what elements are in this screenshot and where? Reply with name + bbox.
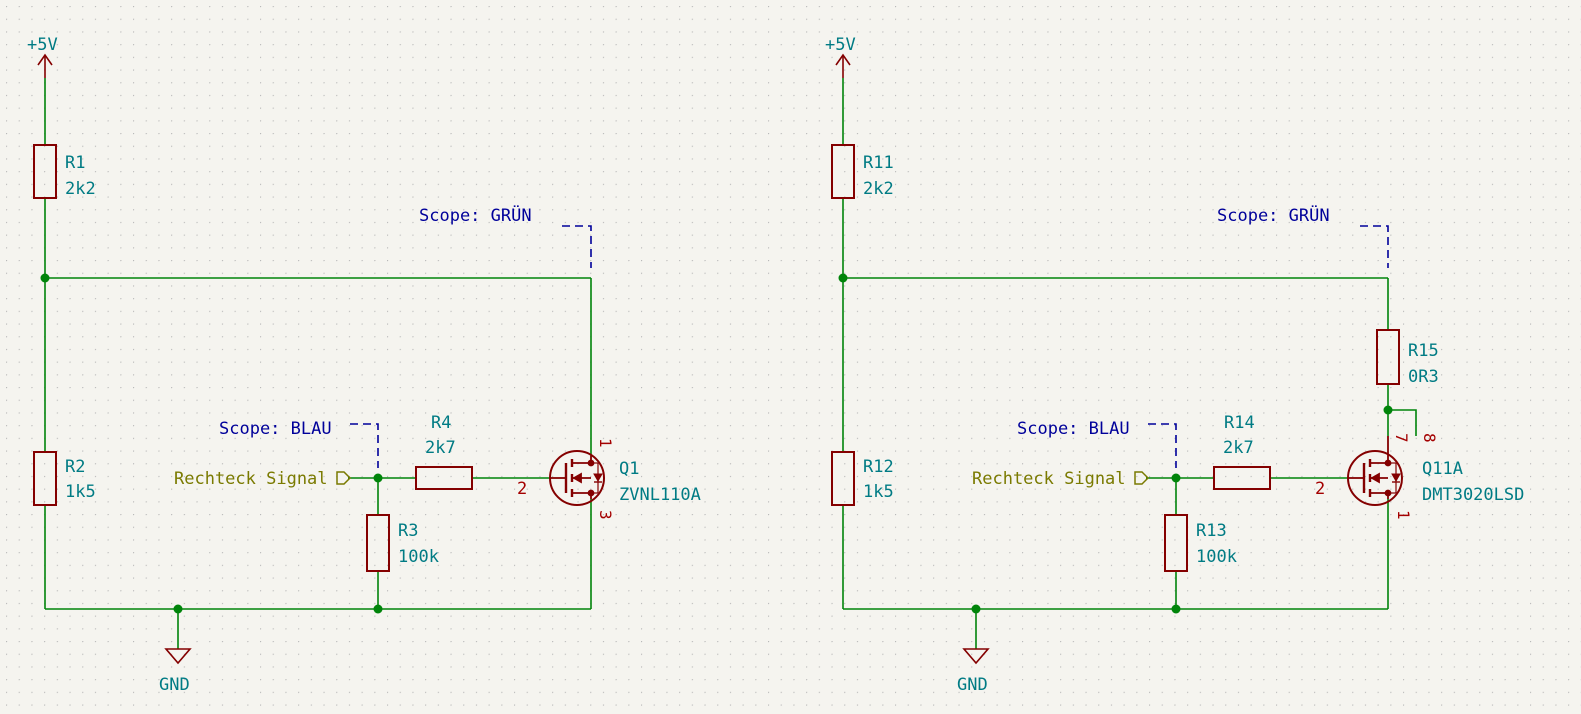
q1-source-pin: 3: [596, 510, 615, 520]
left-signal-label: Rechteck Signal: [174, 469, 328, 489]
left-gnd-label: GND: [159, 675, 190, 695]
right-power-label: +5V: [825, 35, 856, 55]
r4-value: 2k7: [425, 438, 456, 458]
right-scope-blue-label: Scope: BLAU: [1017, 419, 1130, 439]
resistor-r1[interactable]: [33, 144, 57, 199]
resistor-r14[interactable]: [1213, 466, 1271, 490]
left-power-symbol[interactable]: [37, 53, 53, 78]
r15-value: 0R3: [1408, 367, 1439, 387]
r1-ref: R1: [65, 153, 85, 173]
right-gnd-symbol[interactable]: [962, 648, 990, 665]
r12-value: 1k5: [863, 482, 894, 502]
left-scope-green-label: Scope: GRÜN: [419, 204, 532, 226]
r1-value: 2k2: [65, 179, 96, 199]
right-scope-green-line: [1360, 225, 1389, 268]
r11-value: 2k2: [863, 179, 894, 199]
right-junctions: [838, 273, 1393, 614]
resistor-r13[interactable]: [1164, 514, 1188, 572]
q11a-ref: Q11A: [1422, 459, 1463, 479]
right-circuit: +5V R11 2k2 R12 1: [825, 35, 1524, 695]
mosfet-q1[interactable]: [549, 450, 605, 506]
r2-value: 1k5: [65, 482, 96, 502]
q11a-drain-pin-a: 7: [1392, 433, 1411, 443]
left-scope-blue-label: Scope: BLAU: [219, 419, 332, 439]
q1-drain-pin: 1: [596, 438, 615, 448]
r12-ref: R12: [863, 457, 894, 477]
q1-ref: Q1: [619, 459, 639, 479]
r14-ref: R14: [1224, 413, 1255, 433]
r13-value: 100k: [1196, 547, 1237, 567]
left-gnd-symbol[interactable]: [164, 648, 192, 665]
right-scope-blue-line: [1148, 423, 1177, 468]
left-junctions: [40, 273, 383, 614]
left-scope-blue-line: [350, 423, 379, 468]
resistor-r2[interactable]: [33, 451, 57, 506]
r2-ref: R2: [65, 457, 85, 477]
r11-ref: R11: [863, 153, 894, 173]
left-circuit: +5V R1 2k2 R2 1k5: [27, 35, 701, 695]
mosfet-q11a[interactable]: [1347, 436, 1403, 506]
right-power-symbol[interactable]: [835, 53, 851, 78]
resistor-r12[interactable]: [831, 451, 855, 506]
left-signal-port[interactable]: [336, 471, 352, 485]
q11a-source-pin: 1: [1394, 510, 1413, 520]
resistor-r4[interactable]: [415, 466, 473, 490]
r13-ref: R13: [1196, 521, 1227, 541]
r3-value: 100k: [398, 547, 439, 567]
resistor-r15[interactable]: [1376, 329, 1400, 385]
q1-value: ZVNL110A: [619, 485, 701, 505]
right-gnd-label: GND: [957, 675, 988, 695]
r3-ref: R3: [398, 521, 418, 541]
q11a-gate-pin: 2: [1315, 479, 1325, 499]
resistor-r3[interactable]: [366, 514, 390, 572]
r4-ref: R4: [431, 413, 451, 433]
resistor-r11[interactable]: [831, 144, 855, 199]
right-signal-port[interactable]: [1134, 471, 1150, 485]
left-power-label: +5V: [27, 35, 58, 55]
r14-value: 2k7: [1223, 438, 1254, 458]
q11a-drain-pin-b: 8: [1420, 433, 1439, 443]
q1-gate-pin: 2: [517, 479, 527, 499]
left-scope-green-line: [562, 225, 592, 268]
right-scope-green-label: Scope: GRÜN: [1217, 204, 1330, 226]
right-wires: [842, 78, 1417, 649]
right-signal-label: Rechteck Signal: [972, 469, 1126, 489]
r15-ref: R15: [1408, 341, 1439, 361]
q11a-value: DMT3020LSD: [1422, 485, 1524, 505]
